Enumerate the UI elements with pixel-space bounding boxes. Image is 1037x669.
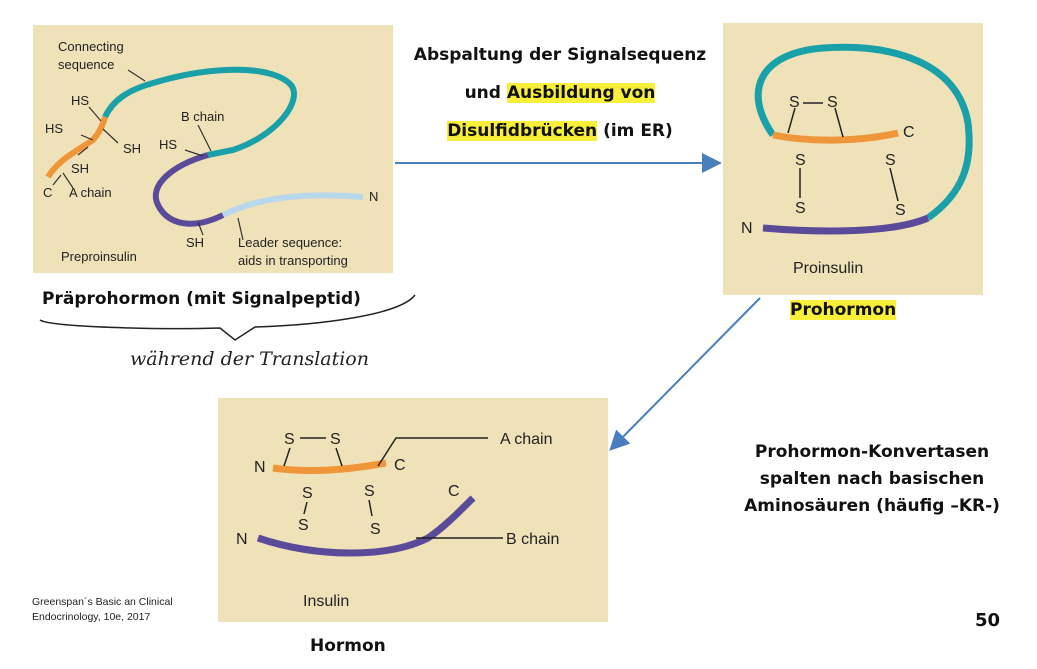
preproinsulin-panel: Connecting sequence HS HS SH SH C A chai… [33, 25, 393, 273]
citation-line-2: Endocrinology, 10e, 2017 [32, 611, 151, 623]
connecting-label: Connecting [58, 39, 124, 54]
page-number: 50 [975, 610, 1001, 631]
citation: Greenspan´s Basic an Clinical Endocrinol… [32, 595, 173, 625]
sequence-label: sequence [58, 57, 114, 72]
konvertase-line-3: Aminosäuren (häufig –KR-) [744, 496, 1000, 516]
sulfur-label: S [789, 94, 800, 111]
preproinsulin-name: Preproinsulin [61, 249, 137, 264]
b-chain-curve [153, 152, 225, 227]
leader-sequence-curve [221, 192, 364, 218]
c-terminus-label: C [903, 124, 915, 141]
c-terminus-label: C [43, 185, 52, 200]
a-chain-curve [272, 459, 387, 474]
sh-label-2: SH [71, 161, 89, 176]
brace-curve [39, 294, 416, 341]
hs-label-3: HS [159, 137, 177, 152]
c-terminus-label-b: C [448, 483, 460, 500]
a-chain-label: A chain [69, 185, 112, 200]
preproinsulin-diagram: Connecting sequence HS HS SH SH C A chai… [43, 39, 378, 268]
b-chain-label: B chain [506, 531, 559, 548]
sulfur-label: S [364, 483, 375, 500]
citation-line-1: Greenspan´s Basic an Clinical [32, 596, 173, 608]
insulin-diagram: S S S S S S N C A chain C N B chain Insu… [236, 431, 559, 610]
leader-sequence-label-2: aids in transporting [238, 253, 348, 268]
handwritten-text: während der Translation [130, 348, 369, 370]
connecting-peptide-curve [102, 66, 297, 158]
insulin-panel: S S S S S S N C A chain C N B chain Insu… [218, 398, 608, 622]
signal-cleavage-caption: Abspaltung der Signalsequenz und Ausbild… [395, 36, 725, 150]
sulfur-label: S [302, 485, 313, 502]
sulfur-label: S [795, 152, 806, 169]
sh-label-3: SH [186, 235, 204, 250]
sulfur-label: S [284, 431, 295, 448]
konvertase-line-2: spalten nach basischen [759, 469, 985, 489]
highlight-disulfid: Disulfidbrücken [447, 121, 598, 141]
leader-sequence-label: Leader sequence: [238, 235, 342, 250]
c-peptide-curve [754, 43, 973, 221]
praeprohormon-label: Präprohormon (mit Signalpeptid) [42, 289, 361, 309]
hs-label-1: HS [71, 93, 89, 108]
proinsulin-diagram: S S S S S S C N Proinsulin [741, 43, 973, 277]
sulfur-label: S [795, 200, 806, 217]
handwritten-annotation: während der Translation [39, 294, 416, 370]
n-terminus-label-a: N [254, 459, 266, 476]
a-chain-label: A chain [500, 431, 552, 448]
sulfur-label: S [370, 521, 381, 538]
n-terminus-label: N [741, 220, 753, 237]
sulfur-label: S [885, 152, 896, 169]
caption-line-1: Abspaltung der Signalsequenz [413, 45, 707, 65]
arrow-proinsulin-to-insulin [609, 297, 761, 451]
sulfur-label: S [827, 94, 838, 111]
n-terminus-label-b: N [236, 531, 248, 548]
prohormon-label: Prohormon [790, 300, 897, 320]
proinsulin-name: Proinsulin [793, 260, 863, 277]
b-chain-curve [256, 495, 476, 557]
insulin-name: Insulin [303, 593, 349, 610]
hormon-label: Hormon [310, 636, 386, 656]
konvertase-line-1: Prohormon-Konvertasen [754, 442, 990, 462]
caption-line-3: Disulfidbrücken (im ER) [447, 121, 673, 141]
sh-label-1: SH [123, 141, 141, 156]
sulfur-label: S [895, 202, 906, 219]
hs-label-2: HS [45, 121, 63, 136]
a-chain-curve [772, 129, 899, 144]
proinsulin-panel: S S S S S S C N Proinsulin [723, 23, 983, 295]
b-chain-curve [762, 214, 930, 235]
n-terminus-label: N [369, 189, 378, 204]
konvertase-text: Prohormon-Konvertasen spalten nach basis… [712, 439, 1032, 520]
caption-line-2: und Ausbildung von [464, 83, 656, 103]
sulfur-label: S [330, 431, 341, 448]
b-chain-label: B chain [181, 109, 224, 124]
highlight-ausbildung: Ausbildung von [506, 83, 656, 103]
sulfur-label: S [298, 517, 309, 534]
c-terminus-label-a: C [394, 457, 406, 474]
